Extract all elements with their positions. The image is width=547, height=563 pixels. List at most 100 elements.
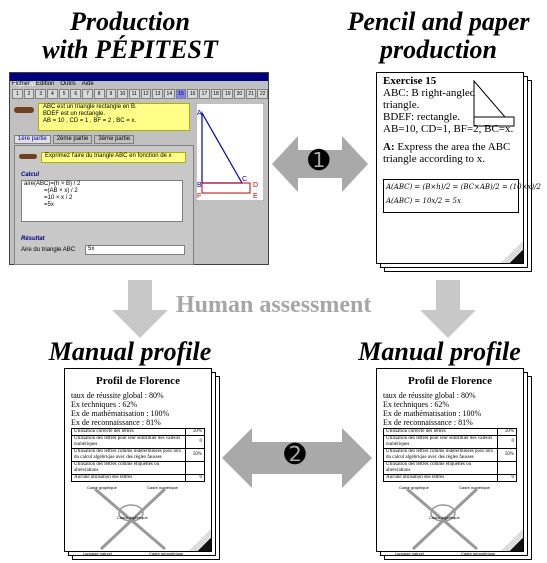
calcul-label: Calcul: [21, 172, 40, 178]
exercise-number-button[interactable]: 20: [234, 89, 245, 99]
question-box: Exprimez l'aire du triangle ABC en fonct…: [41, 152, 186, 163]
exercise-number-button[interactable]: 7: [82, 89, 93, 99]
number-1-icon: ➊: [308, 146, 330, 176]
handwriting-line1: A(ABC) = (B×h)/2 = (BC×AB)/2 = (10×x)/2: [386, 183, 541, 191]
exercise-number-button[interactable]: 21: [245, 89, 257, 99]
diagram-label: Cadre géométrique: [461, 551, 496, 556]
page-curl: [189, 529, 211, 551]
table-cell-label: Aucune utilisation des lettres: [71, 474, 186, 482]
resultat-field-label: Aire du triangle ABC: [21, 247, 76, 253]
diagram-label: Cadre graphique: [399, 485, 430, 490]
diagram-label: Cadre géométrique: [149, 551, 184, 556]
left-bottom-title: Manual profile: [48, 337, 212, 366]
left-top-title: Production with PÉPITEST: [20, 8, 240, 64]
exercise-number-button[interactable]: 12: [140, 89, 152, 99]
exercise-number-button[interactable]: 17: [199, 89, 210, 99]
profile-stat: Ex techniques : 62%: [71, 400, 137, 409]
profile-cadres-diagram: Cadre graphique Cadre numérique Cadre al…: [83, 485, 184, 556]
window-menubar: Fichier Édition Outils Aide: [10, 81, 268, 89]
table-cell-label: Utilisation des lettres comme indétermin…: [71, 448, 186, 462]
tab-part-2[interactable]: 2ème partie: [52, 135, 93, 144]
right-top-title-line2: production: [379, 35, 498, 64]
question-panel: Exprimez l'aire du triangle ABC en fonct…: [14, 145, 194, 265]
profile-stat: taux de réussite global : 80%: [383, 391, 476, 400]
menu-outils[interactable]: Outils: [60, 81, 76, 87]
diagram-label: Cadre algébrique: [117, 515, 148, 520]
label-c: C: [242, 176, 247, 183]
exercise-number-button[interactable]: 3: [35, 89, 47, 99]
exercise-number-button[interactable]: 4: [47, 89, 58, 99]
profile-sheet: Profil de Florence taux de réussite glob…: [376, 368, 524, 556]
human-assessment-label: Human assessment: [176, 292, 372, 318]
exercise-number-button[interactable]: 13: [152, 89, 163, 99]
exercise-number-button[interactable]: 5: [58, 89, 70, 99]
diagram-label: Cadre numérique: [147, 485, 179, 490]
table-cell-value: 0: [497, 435, 517, 449]
table-row: Utilisation des lettres comme indétermin…: [383, 448, 517, 462]
exercise-number-button[interactable]: 1: [12, 89, 23, 99]
double-arrow-1: [272, 136, 368, 192]
resultat-input[interactable]: 5x: [85, 245, 185, 255]
pencil-icon: [14, 107, 34, 113]
calcul-line1: aire(ABC)=(h × B) / 2: [24, 181, 81, 187]
right-top-title: Pencil and paper production: [330, 8, 547, 64]
table-cell-value: 0: [185, 435, 205, 449]
exercise-number-button[interactable]: 2: [23, 89, 35, 99]
label-e: E: [253, 193, 258, 200]
down-arrow-left: [112, 280, 168, 338]
paper-question-text: Express the area the ABC triangle accord…: [383, 141, 511, 165]
exercise-number-button[interactable]: 22: [257, 89, 269, 99]
tab-bar: 1ère partie 2ème partie 3ème partie: [14, 135, 135, 144]
table-cell-value: 50%: [185, 428, 205, 436]
exercise-number-button[interactable]: 18: [210, 89, 222, 99]
menu-aide[interactable]: Aide: [81, 81, 94, 87]
exercise-number-button[interactable]: 10: [117, 89, 128, 99]
table-cell-value: [497, 461, 517, 475]
pencil-icon-2: [19, 154, 37, 159]
profile-stat: Ex de mathématisation : 100%: [383, 409, 482, 418]
table-cell-value: 50%: [497, 428, 517, 436]
profile-stack-right: Profil de Florence taux de réussite glob…: [376, 368, 532, 560]
tab-part-1[interactable]: 1ère partie: [14, 135, 51, 144]
calcul-line2: =(AB × x) / 2: [44, 188, 78, 194]
table-cell-label: Utilisation des lettres pour leur substi…: [383, 435, 498, 449]
table-row: Utilisation des lettres pour leur substi…: [71, 435, 205, 449]
table-cell-label: Utilisation des lettres comme étiquettes…: [71, 461, 186, 475]
page-curl: [501, 529, 523, 551]
paper-triangle-figure: [473, 79, 515, 127]
menu-fichier[interactable]: Fichier: [12, 81, 31, 87]
exercise-number-button[interactable]: 9: [105, 89, 117, 99]
exercise-number-button[interactable]: 11: [128, 89, 140, 99]
exercise-number-button[interactable]: 8: [93, 89, 105, 99]
profile-stats: taux de réussite global : 80% Ex techniq…: [65, 387, 211, 427]
table-cell-label: Utilisation correcte des lettres: [383, 428, 498, 436]
table-cell-value: 0: [497, 474, 517, 482]
left-top-title-line2: with PÉPITEST: [42, 35, 218, 64]
exercise-number-button[interactable]: 16: [187, 89, 198, 99]
calcul-line4: =5x: [44, 202, 54, 208]
profile-stack-left: Profil de Florence taux de réussite glob…: [64, 368, 220, 560]
label-f: F: [197, 193, 201, 200]
triangle-figure: A B C D E F: [196, 103, 264, 201]
down-arrow-right: [420, 280, 476, 338]
paper-line1: ABC: B right-angled: [383, 87, 476, 99]
table-cell-label: Utilisation des lettres comme étiquettes…: [383, 461, 498, 475]
calcul-field[interactable]: aire(ABC)=(h × B) / 2 =(AB × x) / 2 =10 …: [21, 180, 183, 222]
profile-title: Profil de Florence: [96, 375, 180, 387]
exercise-number-button[interactable]: 19: [222, 89, 234, 99]
exercise-number-button[interactable]: 6: [70, 89, 82, 99]
tab-part-3[interactable]: 3ème partie: [94, 135, 135, 144]
exercise-number-button[interactable]: 15: [175, 89, 187, 99]
exercise-number-button[interactable]: 14: [163, 89, 175, 99]
profile-stat: Ex techniques : 62%: [383, 400, 449, 409]
label-d: D: [253, 182, 258, 189]
statement-box: ABC est un triangle rectangle en B. BDEF…: [38, 103, 190, 131]
paper-exercise-title: Exercise 15: [383, 75, 437, 87]
menu-edition[interactable]: Édition: [36, 81, 55, 87]
